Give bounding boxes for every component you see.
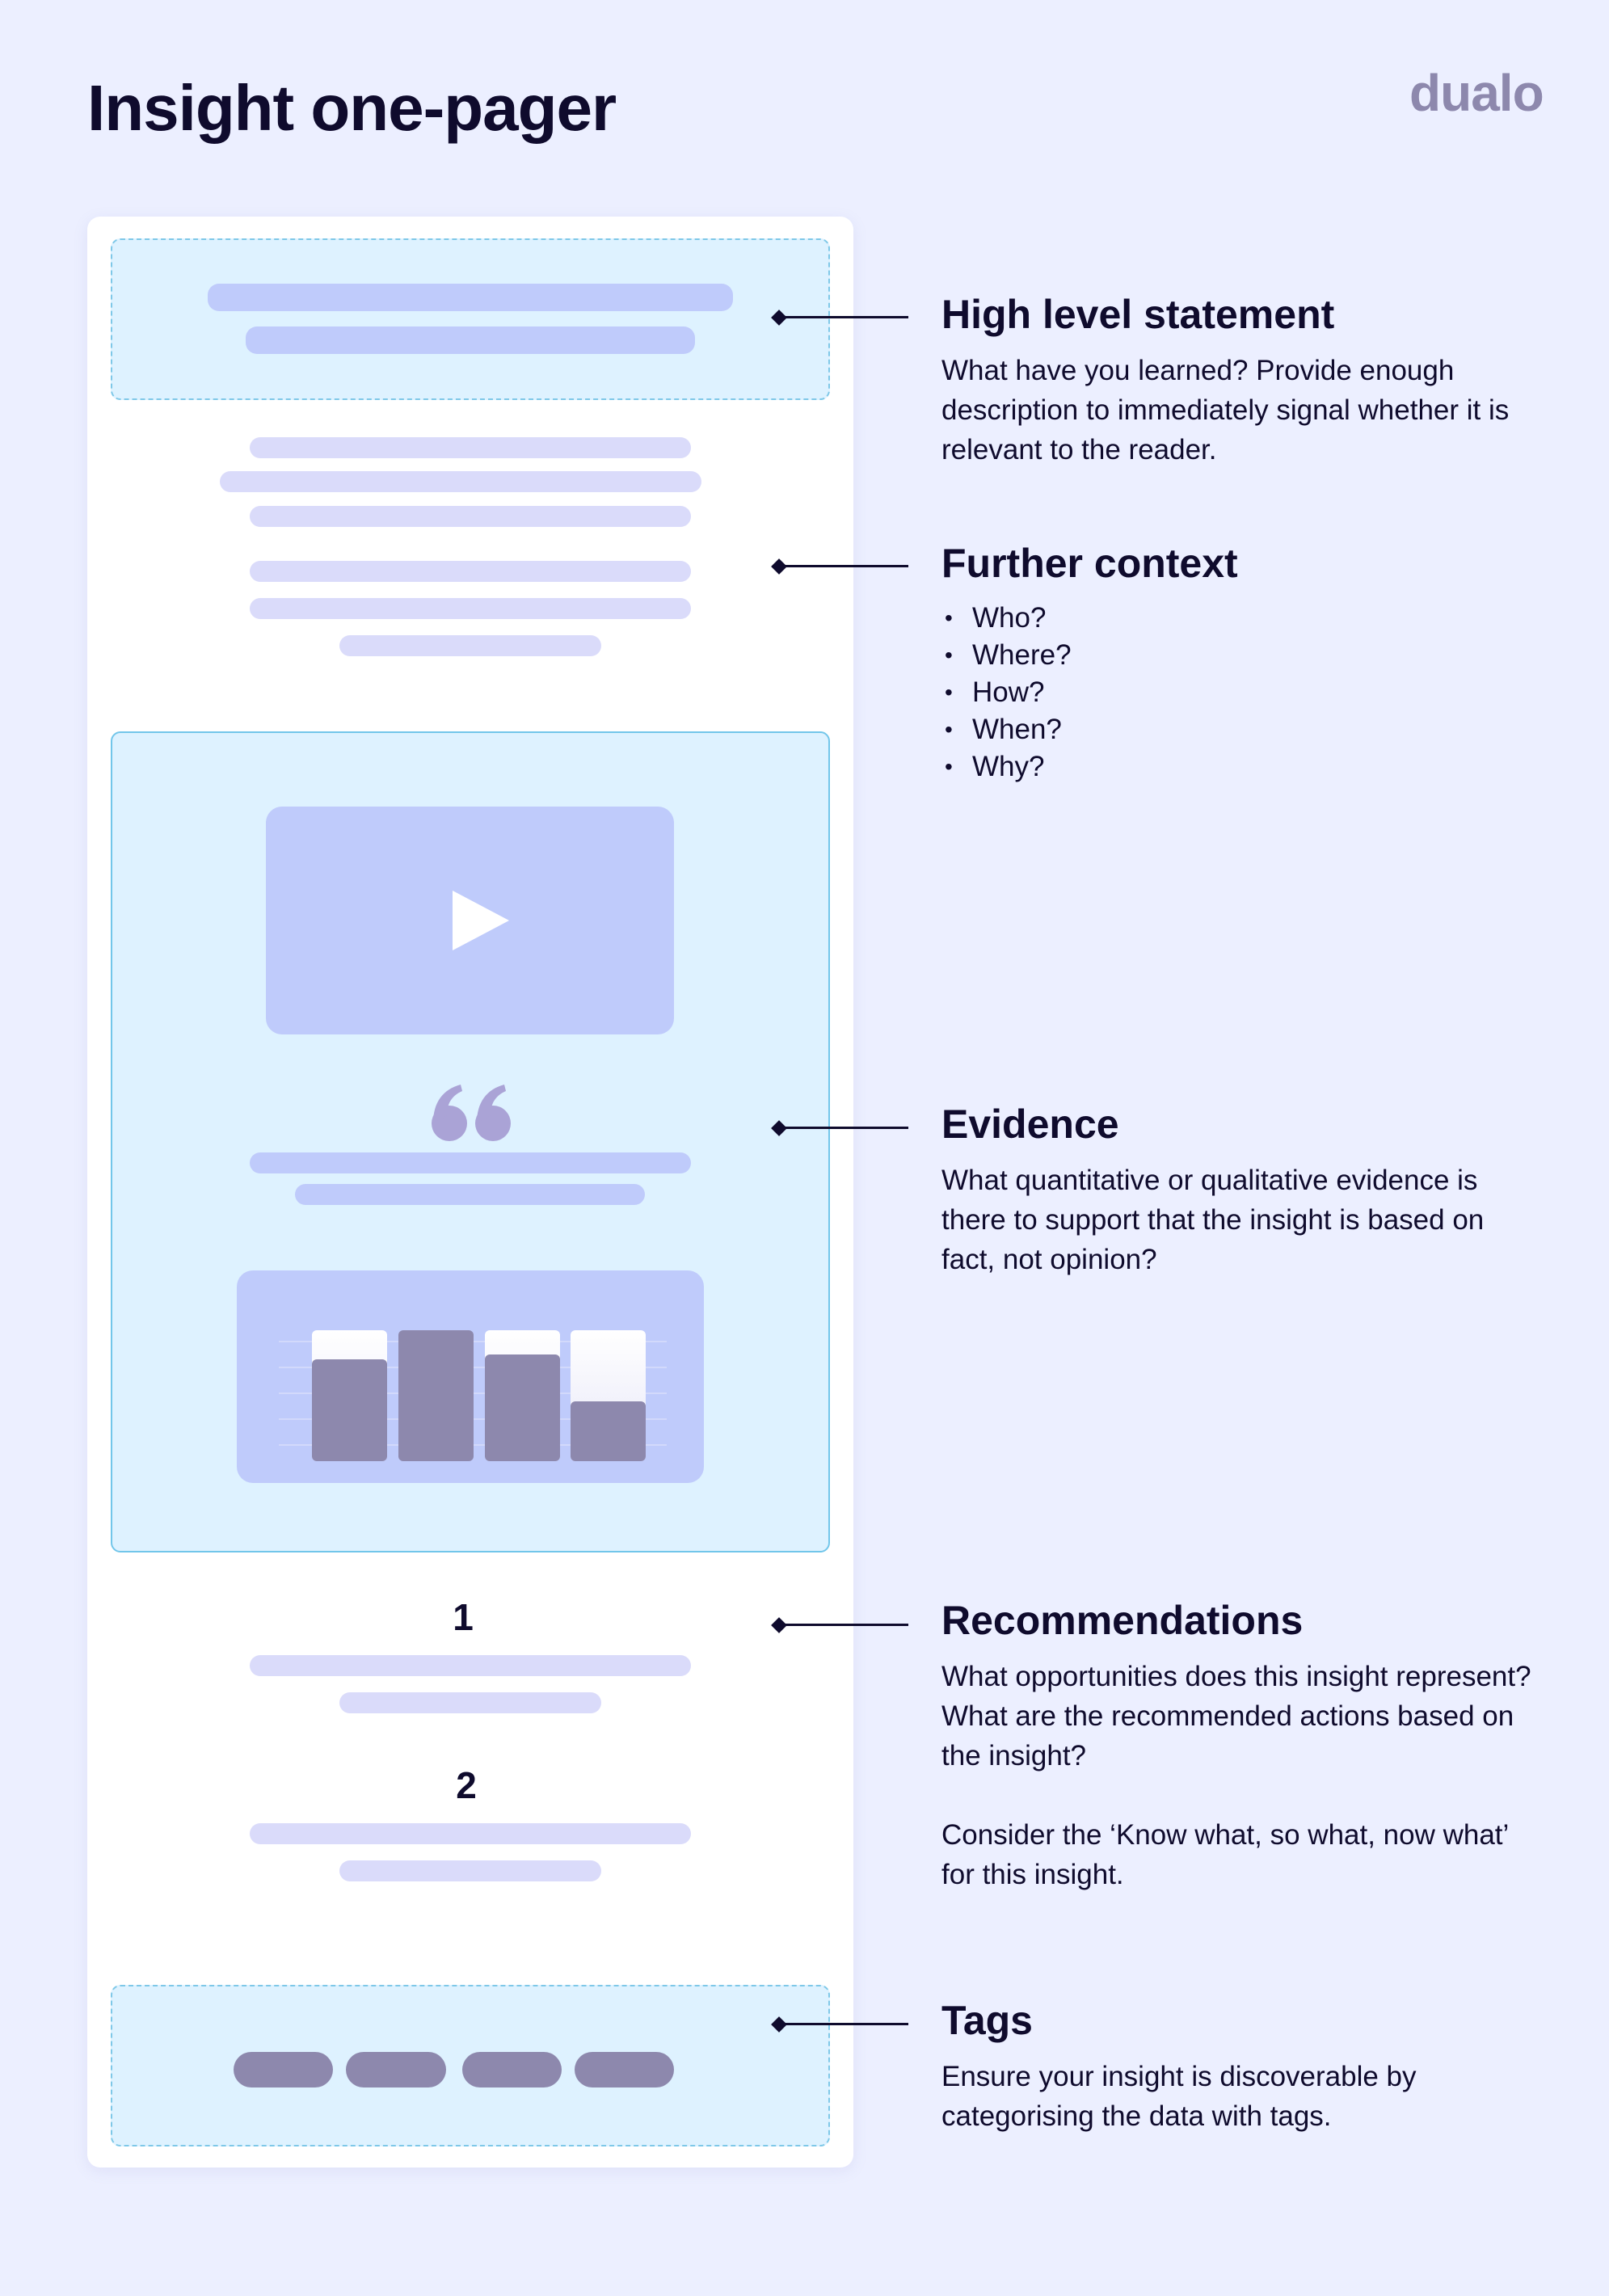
- context-question: How?: [941, 674, 1238, 711]
- quote-line: [295, 1184, 645, 1205]
- context-line: [250, 506, 691, 527]
- recommendation-line: [339, 1692, 601, 1713]
- section-statement: High level statement What have you learn…: [941, 291, 1540, 470]
- section-description: What have you learned? Provide enough de…: [941, 355, 1510, 466]
- recommendation-line: [250, 1655, 691, 1676]
- section-evidence: Evidence What quantitative or qualitativ…: [941, 1101, 1540, 1279]
- connector-line: [779, 2023, 908, 2025]
- section-description: What opportunities does this insight rep…: [941, 1661, 1531, 1772]
- context-question-list: Who? Where? How? When? Why?: [941, 600, 1238, 786]
- brand-logo: dualo: [1409, 64, 1544, 122]
- connector-line: [779, 565, 908, 567]
- tag-chip[interactable]: [346, 2052, 446, 2087]
- context-line: [250, 561, 691, 582]
- context-line: [339, 635, 601, 656]
- connector-line: [779, 1127, 908, 1129]
- section-title: Recommendations: [941, 1598, 1304, 1643]
- recommendation-line: [339, 1860, 601, 1881]
- recommendation-number: 2: [456, 1764, 477, 1806]
- section-description: Ensure your insight is discoverable by c…: [941, 2061, 1417, 2132]
- context-question: Where?: [941, 637, 1238, 674]
- context-question: Why?: [941, 748, 1238, 786]
- connector-line: [779, 316, 908, 318]
- context-line: [220, 471, 701, 492]
- context-question: When?: [941, 711, 1238, 748]
- section-title: Further context: [941, 541, 1238, 586]
- context-line: [250, 437, 691, 458]
- context-question: Who?: [941, 600, 1238, 637]
- quote-icon: [432, 1085, 511, 1141]
- bar-chart-icon: [279, 1330, 667, 1461]
- page-title: Insight one-pager: [87, 72, 617, 144]
- section-recommendations: Recommendations What opportunities does …: [941, 1597, 1540, 1894]
- play-icon[interactable]: [449, 889, 511, 952]
- context-line: [250, 598, 691, 619]
- quote-line: [250, 1152, 691, 1173]
- section-title: Evidence: [941, 1102, 1119, 1147]
- connector-line: [779, 1624, 908, 1626]
- statement-line: [208, 284, 733, 311]
- section-description-secondary: Consider the ‘Know what, so what, now wh…: [941, 1819, 1509, 1890]
- statement-line: [246, 326, 695, 354]
- section-context: Further context Who? Where? How? When? W…: [941, 540, 1238, 786]
- statement-zone: [111, 238, 830, 400]
- tag-chip[interactable]: [575, 2052, 674, 2087]
- section-tags: Tags Ensure your insight is discoverable…: [941, 1997, 1540, 2136]
- recommendation-line: [250, 1823, 691, 1844]
- section-title: Tags: [941, 1998, 1033, 2043]
- tag-chip[interactable]: [462, 2052, 562, 2087]
- recommendation-number: 1: [453, 1596, 474, 1638]
- section-description: What quantitative or qualitative evidenc…: [941, 1165, 1485, 1275]
- section-title: High level statement: [941, 292, 1335, 337]
- tag-chip[interactable]: [234, 2052, 333, 2087]
